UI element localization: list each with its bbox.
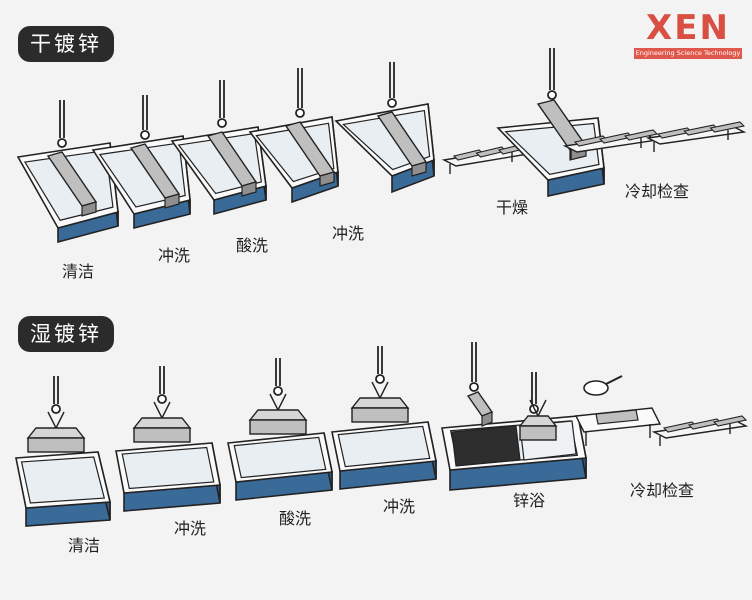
dry-step-label-rinse-2: 冲洗 bbox=[332, 224, 365, 243]
tank-liquid bbox=[121, 446, 215, 490]
logo-mark: XEN bbox=[646, 8, 730, 48]
wet-step-label-cleaning: 清洁 bbox=[68, 536, 101, 555]
inspection-rack-icon bbox=[651, 415, 749, 446]
wet-step-label-rinse-1: 冲洗 bbox=[174, 519, 207, 538]
drying-rack-icon bbox=[441, 143, 531, 174]
hook-icon bbox=[295, 68, 305, 118]
logo-subtitle: Engineering Science Technology bbox=[634, 48, 742, 59]
steel-beam-icon bbox=[376, 111, 428, 177]
steel-beam-icon bbox=[284, 121, 336, 187]
dry-step-label-pickling: 酸洗 bbox=[236, 236, 269, 255]
hook-icon bbox=[140, 95, 150, 140]
dry-step-label-drying: 干燥 bbox=[496, 198, 529, 217]
dry-step-label-cool-inspect: 冷却检查 bbox=[625, 182, 690, 201]
steel-beam-icon bbox=[518, 399, 558, 441]
wet-step-label-zinc-bath: 锌浴 bbox=[513, 491, 546, 510]
wet-galvanizing-title: 湿镀锌 bbox=[18, 316, 114, 352]
wet-tank-0 bbox=[15, 451, 111, 527]
steel-beam-icon bbox=[466, 391, 494, 427]
tank-liquid bbox=[233, 436, 327, 479]
tank-liquid bbox=[20, 456, 106, 504]
wet-tank-3 bbox=[331, 421, 437, 490]
ladle-icon bbox=[583, 375, 623, 396]
inspection-rack-icon bbox=[645, 121, 747, 152]
steel-beam-icon bbox=[206, 131, 258, 197]
tank-liquid bbox=[337, 425, 431, 468]
hook-icon bbox=[387, 62, 397, 108]
wet-step-label-rinse-2: 冲洗 bbox=[383, 497, 416, 516]
hook-icon bbox=[375, 346, 385, 384]
hook-icon bbox=[547, 48, 557, 100]
steel-beam-icon bbox=[129, 143, 181, 209]
zinc-bath bbox=[451, 425, 521, 467]
dry-galvanizing-title: 干镀锌 bbox=[18, 26, 114, 62]
wet-tank-2 bbox=[227, 432, 333, 501]
hook-icon bbox=[57, 100, 67, 148]
cooling-rack-icon bbox=[562, 129, 660, 160]
steel-beam-icon bbox=[248, 393, 308, 435]
steel-beam-icon bbox=[26, 411, 86, 453]
steel-beam-icon bbox=[350, 381, 410, 423]
hook-icon bbox=[157, 366, 167, 404]
wet-tank-1 bbox=[115, 442, 221, 512]
steel-beam-icon bbox=[46, 151, 98, 217]
dry-step-label-rinse-1: 冲洗 bbox=[158, 246, 191, 265]
wet-step-label-pickling: 酸洗 bbox=[279, 509, 312, 528]
steel-beam-icon bbox=[132, 401, 192, 443]
hook-icon bbox=[469, 342, 479, 392]
hook-icon bbox=[273, 358, 283, 396]
hook-icon bbox=[51, 376, 61, 414]
wet-step-label-cool-inspect: 冷却检查 bbox=[630, 481, 695, 500]
cooling-table-icon bbox=[574, 407, 662, 446]
dry-step-label-cleaning: 清洁 bbox=[62, 262, 95, 281]
xen-logo: XEN Engineering Science Technology bbox=[634, 8, 742, 59]
hook-icon bbox=[217, 80, 227, 128]
